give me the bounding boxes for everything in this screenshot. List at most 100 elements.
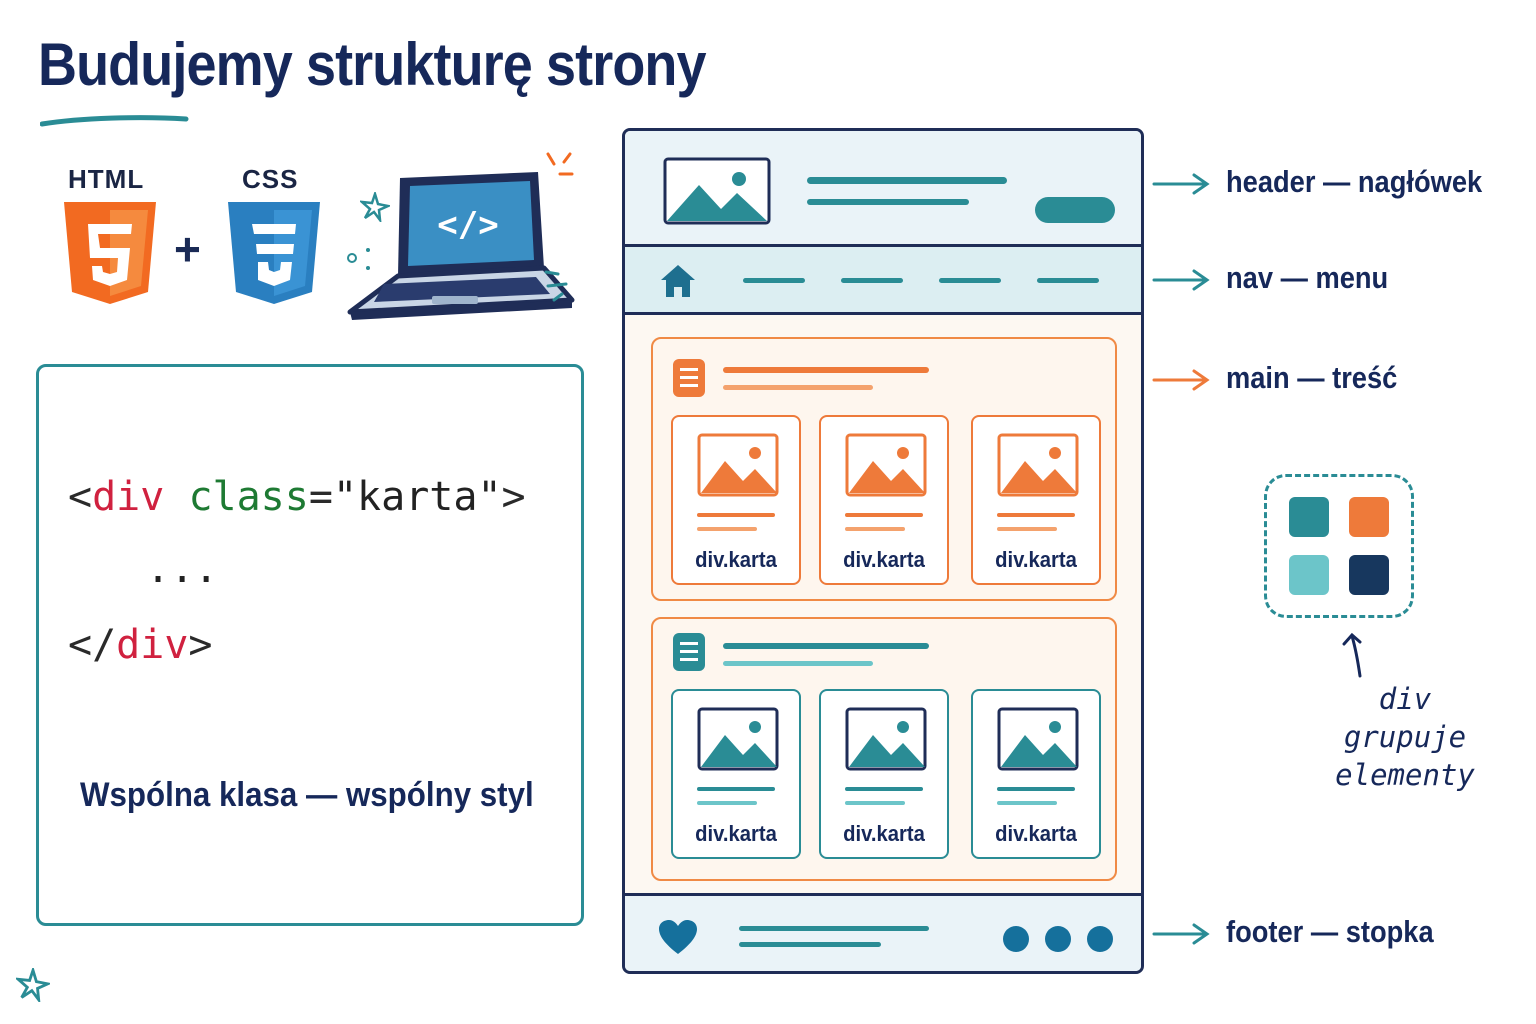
code-open-bracket: < [68,474,93,520]
card-text-bar [697,527,757,531]
content-section-teal: div.karta div.karta div.karta [651,617,1117,881]
code-example-box [36,364,584,926]
nav-region [625,247,1141,315]
nav-link [743,278,805,283]
image-icon [697,433,779,497]
card-label: div.karta [995,821,1077,846]
card: div.karta [819,689,949,859]
card: div.karta [971,689,1101,859]
home-icon [661,265,695,297]
image-icon [845,707,927,771]
content-section-orange: div.karta div.karta div.karta [651,337,1117,601]
card-label: div.karta [843,821,925,846]
dots-sparkle-icon [347,248,370,270]
code-tag: div [92,474,165,520]
card-text-bar [845,527,905,531]
div-group-note-line2: elementy [1335,758,1475,792]
page-title: Budujemy strukturę strony [38,31,707,98]
document-icon [673,633,705,671]
card-text-bar [997,527,1057,531]
spark-lines-icon [546,152,574,176]
arrow-right-icon [1152,923,1210,945]
group-square-navy [1349,555,1389,595]
image-icon [663,157,771,225]
card-text-bar [697,513,775,517]
header-button [1035,197,1115,223]
nav-link [841,278,903,283]
card-label: div.karta [695,821,777,846]
code-line-ellipsis: ... [146,546,219,592]
section-title-bar [723,367,929,373]
footer-social-dot [1045,926,1071,952]
div-group-note: div grupuje elementy [1310,680,1500,794]
div-group-note-line1: div grupuje [1343,682,1467,754]
header-region [625,131,1141,247]
main-label: main — treść [1226,360,1398,395]
html-label: HTML [68,164,145,194]
section-title-bar [723,643,929,649]
card-label: div.karta [843,547,925,572]
nav-link [939,278,1001,283]
div-group-box [1264,474,1414,618]
card: div.karta [671,415,801,585]
group-square-orange [1349,497,1389,537]
image-icon [697,707,779,771]
image-icon [997,433,1079,497]
header-subtitle-bar [807,199,969,205]
footer-region [625,893,1141,971]
spark-lines-icon [544,270,568,302]
group-square-teal [1289,497,1329,537]
document-icon [673,359,705,397]
card: div.karta [671,689,801,859]
laptop-code-text: </> [437,205,498,245]
arrow-right-icon [1152,369,1210,391]
laptop-code-icon: </> [347,172,575,320]
footer-text-bar [739,942,881,947]
card-text-bar [845,513,923,517]
card-label: div.karta [995,547,1077,572]
nav-link [1037,278,1099,283]
code-eq: = [308,474,333,520]
footer-text-bar [739,926,929,931]
card-text-bar [845,787,923,791]
footer-label: footer — stopka [1226,914,1434,949]
image-icon [997,707,1079,771]
star-sparkle-icon [360,192,390,222]
arrow-right-icon [1152,173,1210,195]
code-line-open: <div class="karta"> [68,474,526,520]
title-underline [40,115,189,127]
card: div.karta [971,415,1101,585]
main-region: div.karta div.karta div.karta [625,315,1141,893]
card-text-bar [697,787,775,791]
image-icon [845,433,927,497]
card-label: div.karta [695,547,777,572]
css3-shield-icon [228,202,320,304]
card: div.karta [819,415,949,585]
code-close-bracket: > [188,622,213,668]
code-caption: Wspólna klasa — wspólny styl [80,776,534,814]
section-subtitle-bar [723,385,873,390]
card-text-bar [845,801,905,805]
heart-icon [659,920,697,954]
footer-social-dot [1087,926,1113,952]
arrow-right-icon [1152,269,1210,291]
page-layout-mockup: div.karta div.karta div.karta [622,128,1144,974]
code-line-close: </div> [68,622,213,668]
nav-label: nav — menu [1226,260,1389,295]
code-close-bracket: > [501,474,526,520]
header-label: header — nagłówek [1226,164,1483,199]
arrow-up-icon [1342,632,1362,678]
css-label: CSS [242,164,299,194]
footer-social-dot [1003,926,1029,952]
plus-sign: + [174,223,201,275]
card-text-bar [997,787,1075,791]
code-tag: div [116,622,189,668]
group-square-light-teal [1289,555,1329,595]
header-title-bar [807,177,1007,184]
code-value: "karta" [332,474,502,520]
card-text-bar [697,801,757,805]
html5-shield-icon [64,202,156,304]
card-text-bar [997,513,1075,517]
star-sparkle-icon [16,968,50,1002]
section-subtitle-bar [723,661,873,666]
